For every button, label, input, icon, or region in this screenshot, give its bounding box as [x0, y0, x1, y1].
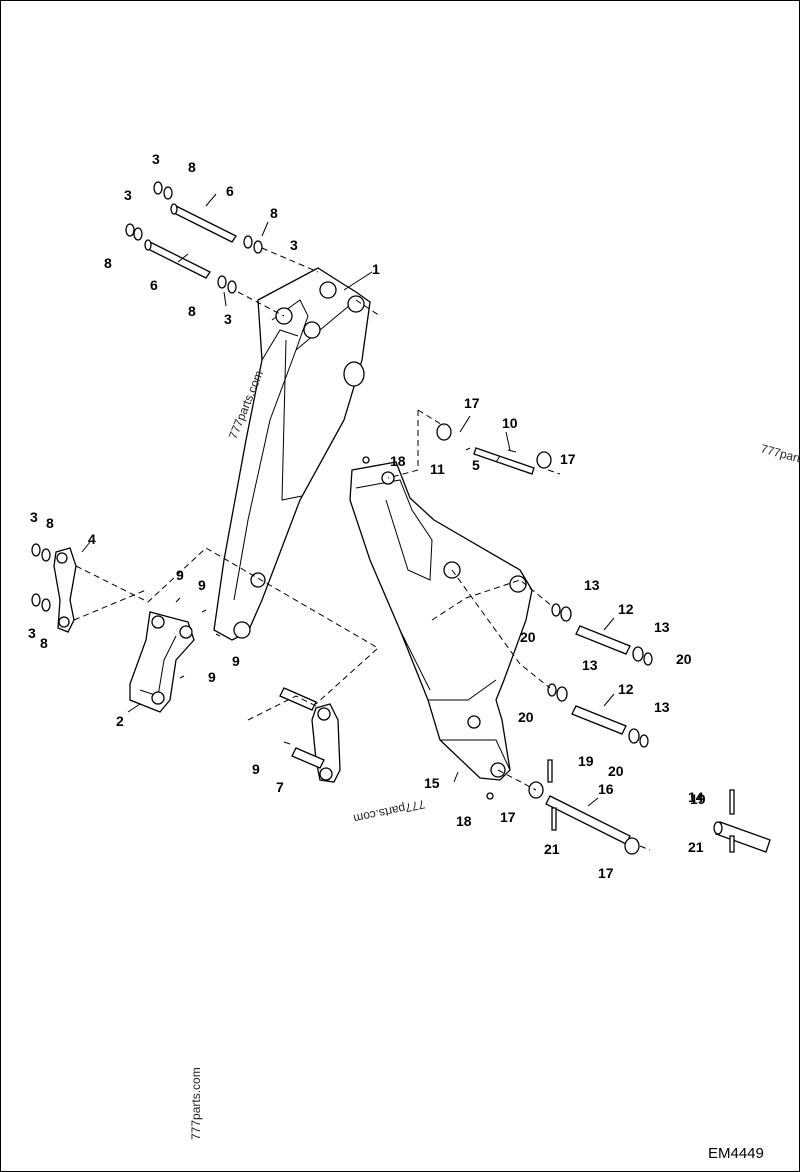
callout-label: 13 [584, 577, 600, 593]
callout-label: 6 [226, 183, 234, 199]
callout-label: 2 [116, 713, 124, 729]
link-part-7 [311, 703, 341, 783]
callout-label: 12 [618, 601, 634, 617]
callout-label: 17 [598, 865, 614, 881]
callout-label: 21 [544, 841, 560, 857]
callout-labels: 1 2 3 3 3 3 3 3 4 5 6 6 7 8 8 8 8 8 8 9 … [28, 151, 706, 881]
callout-label: 15 [424, 775, 440, 791]
callout-label: 9 [208, 669, 216, 685]
leader-lines [81, 193, 615, 807]
callout-label: 17 [500, 809, 516, 825]
callout-label: 20 [520, 629, 536, 645]
callout-label: 3 [152, 151, 160, 167]
callout-label: 7 [276, 779, 284, 795]
callout-label: 20 [518, 709, 534, 725]
callout-label: 11 [430, 461, 445, 477]
drawing-code: EM4449 [708, 1145, 764, 1162]
callout-label: 9 [198, 577, 206, 593]
callout-label: 3 [224, 311, 232, 327]
callout-label: 8 [188, 159, 196, 175]
link-part-2 [129, 611, 195, 713]
callout-label: 19 [690, 791, 706, 807]
link-part-4 [53, 547, 77, 633]
callout-label: 9 [176, 567, 184, 583]
callout-label: 4 [88, 531, 96, 547]
callout-label: 13 [582, 657, 598, 673]
callout-label: 8 [40, 635, 48, 651]
callout-label: 17 [464, 395, 480, 411]
callout-label: 16 [598, 781, 614, 797]
callout-label: 19 [578, 753, 594, 769]
callout-label: 18 [456, 813, 472, 829]
callout-label: 10 [502, 415, 518, 431]
callout-label: 3 [30, 509, 38, 525]
callout-label: 13 [654, 699, 670, 715]
callout-label: 6 [150, 277, 158, 293]
callout-label: 20 [608, 763, 624, 779]
callout-label: 8 [104, 255, 112, 271]
callout-label: 3 [28, 625, 36, 641]
callout-label: 9 [252, 761, 260, 777]
callout-label: 5 [472, 457, 480, 473]
callout-label: 20 [676, 651, 692, 667]
assembly-lines [73, 247, 651, 851]
watermark: 777parts.com [189, 1067, 203, 1140]
callout-label: 3 [124, 187, 132, 203]
callout-label: 12 [618, 681, 634, 697]
callout-label: 18 [390, 453, 406, 469]
callout-label: 8 [188, 303, 196, 319]
callout-label: 14 [688, 789, 704, 805]
callout-label: 8 [46, 515, 54, 531]
callout-label: 9 [232, 653, 240, 669]
callout-label: 13 [654, 619, 670, 635]
watermark: 777parts.com [352, 797, 426, 826]
callout-label: 3 [290, 237, 298, 253]
arm-part-15 [349, 461, 533, 781]
fastener-group [175, 447, 735, 853]
callout-label: 8 [270, 205, 278, 221]
boom-part-1 [213, 267, 371, 641]
callout-label: 17 [560, 451, 576, 467]
pin-group [144, 203, 771, 853]
callout-label: 1 [372, 261, 380, 277]
callout-label: 21 [688, 839, 704, 855]
watermark: 777parts [759, 441, 800, 467]
